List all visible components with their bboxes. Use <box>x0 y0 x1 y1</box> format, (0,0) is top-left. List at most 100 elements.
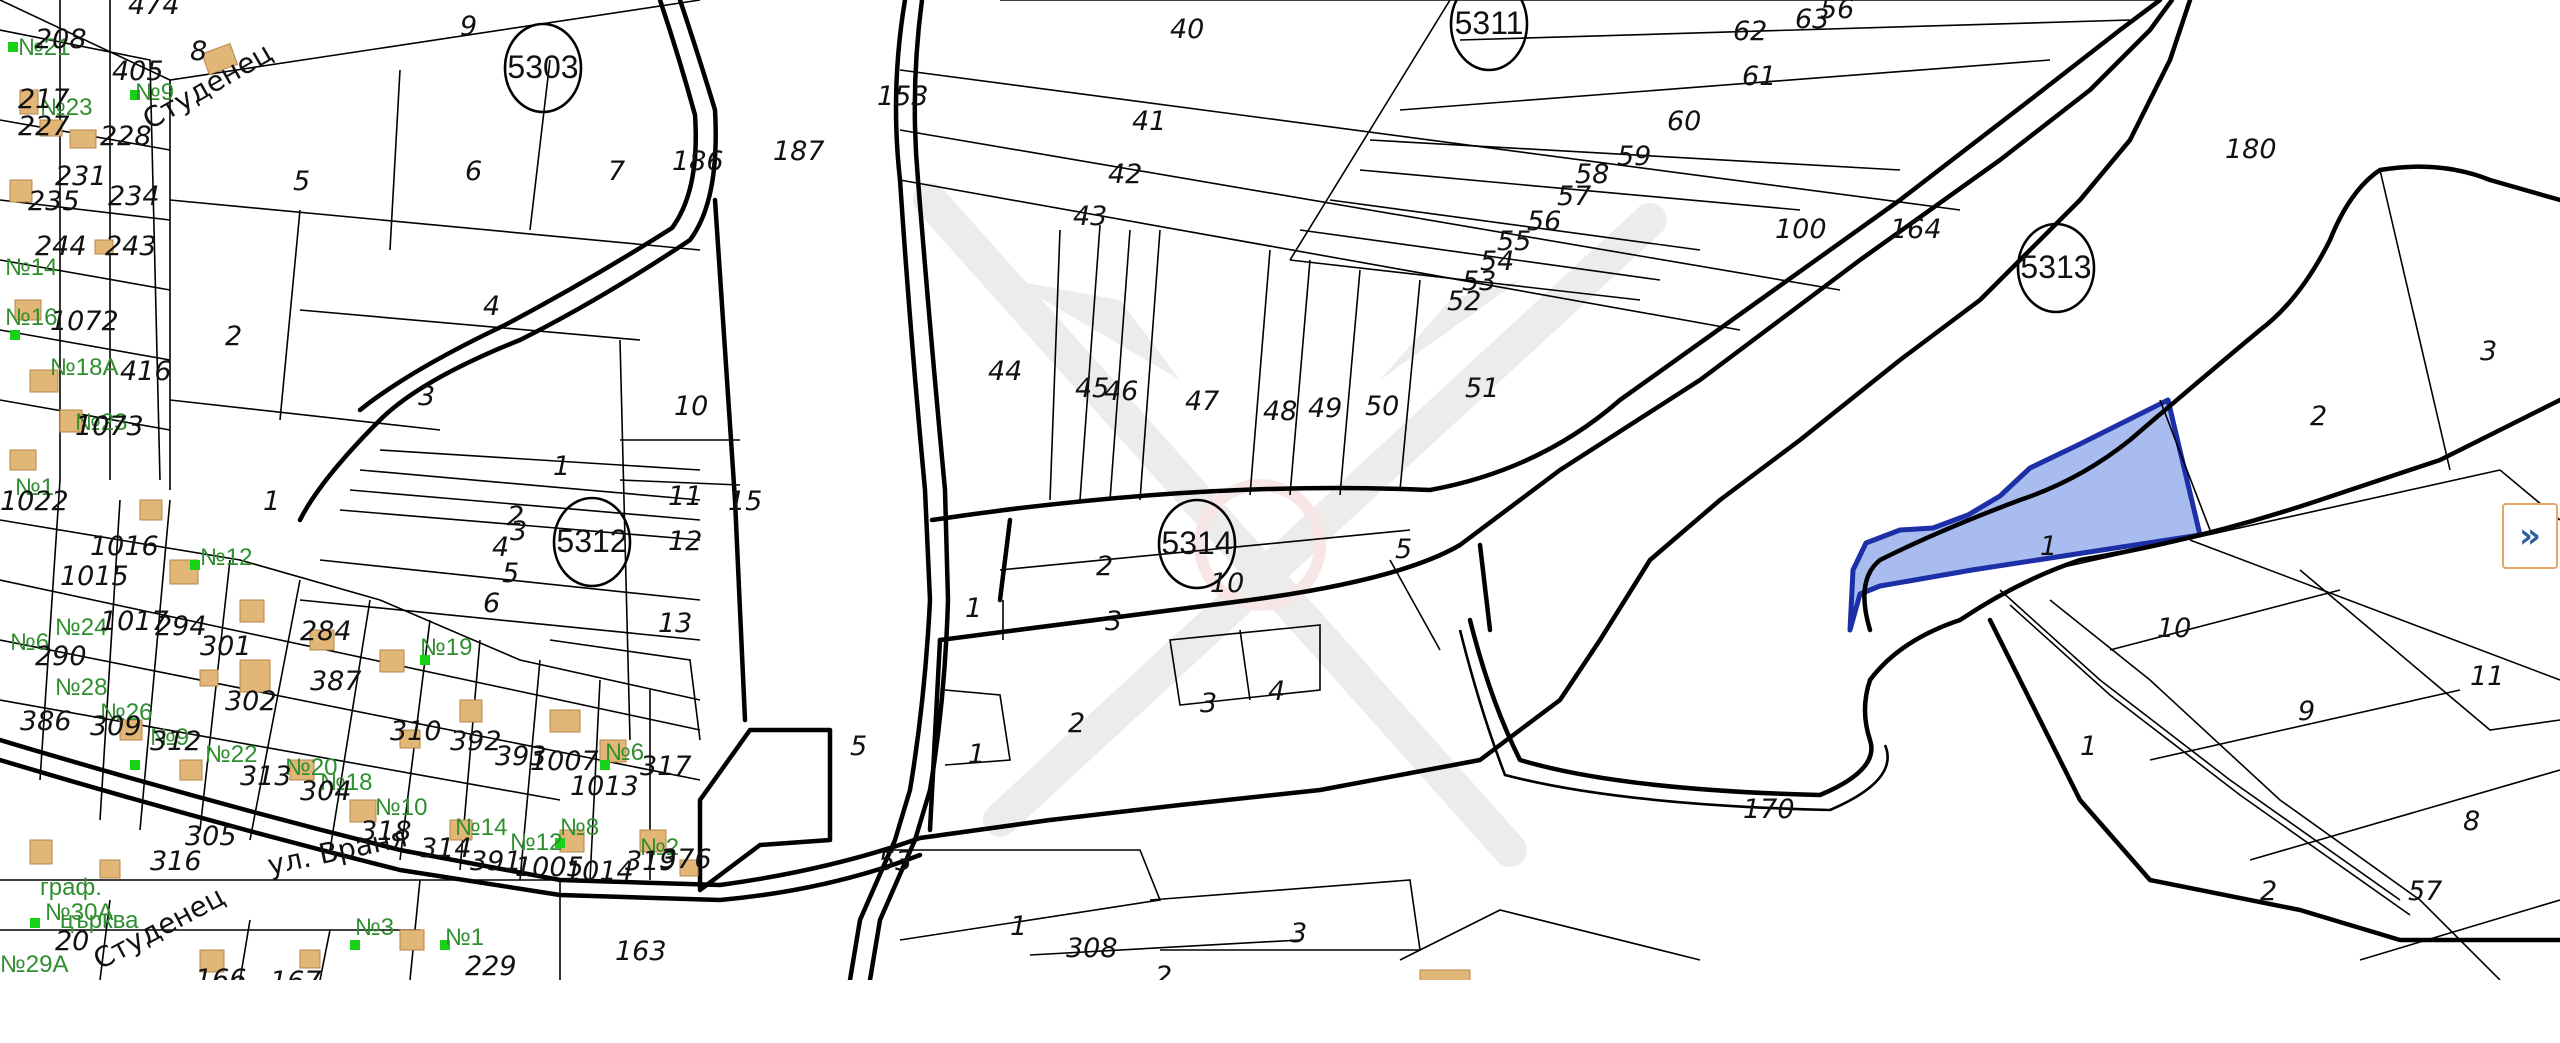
parcel-number-label: 44 <box>988 356 1022 387</box>
parcel-number-label: 313 <box>240 761 292 792</box>
parcel-number-label: 4 <box>1268 676 1285 707</box>
parcel-number-label: 5 <box>502 558 519 589</box>
parcel-number-label: 309 <box>90 711 142 742</box>
parcel-number-label: №10 <box>375 794 427 821</box>
selected-parcel-label: 1 <box>2040 531 2057 562</box>
parcel-number-label: №1 <box>445 924 484 951</box>
parcel-number-label: №9 <box>150 724 189 751</box>
parcel-number-label: 317 <box>640 751 692 782</box>
selected-parcel-highlight[interactable] <box>1847 397 2203 633</box>
parcel-number-label: №29А <box>0 951 68 978</box>
zone-labels: 5303 5311 5312 5313 5314 <box>507 5 2091 561</box>
parcel-number-label: №1 <box>15 474 54 501</box>
parcel-number-label: 58 <box>1575 159 1609 190</box>
parcel-number-label: №8 <box>560 814 599 841</box>
watermark-logo <box>913 183 1667 867</box>
parcel-labels-nw: 474 208 405 217 228 227 231 235 234 244 … <box>0 0 712 980</box>
parcel-number-label: 235 <box>28 186 80 217</box>
parcel-number-label: 1007 <box>530 746 599 777</box>
parcel-number-label: 416 <box>120 356 172 387</box>
parcel-number-label: №23 <box>75 409 127 436</box>
zone-circles <box>503 0 2096 590</box>
parcel-number-label: 54 <box>1480 246 1514 277</box>
zone-label-5311: 5311 <box>1455 5 1524 41</box>
parcel-number-label: 301 <box>200 631 252 662</box>
parcel-number-label: 59 <box>1617 141 1651 172</box>
parcel-number-label: 164 <box>1890 214 1942 245</box>
parcel-number-label: 2 <box>225 321 242 352</box>
parcel-number-label: 42 <box>1108 159 1142 190</box>
parcel-number-label: 243 <box>105 231 157 262</box>
parcel-number-label: 1 <box>965 593 982 624</box>
parcel-number-label: 167 <box>270 966 322 980</box>
parcel-number-label: 6 <box>465 156 482 187</box>
parcel-number-label: 316 <box>150 846 202 877</box>
parcel-number-label: 41 <box>1132 106 1166 137</box>
parcel-number-label: 3 <box>510 516 527 547</box>
parcel-number-label: 163 <box>615 936 667 967</box>
parcel-number-label: 1016 <box>90 531 159 562</box>
parcel-number-label: №22 <box>205 741 257 768</box>
parcel-number-label: 1014 <box>565 856 634 887</box>
parcel-number-label: 12 <box>668 526 702 557</box>
parcel-number-label: 387 <box>310 666 362 697</box>
parcel-number-label: 1013 <box>570 771 639 802</box>
parcel-number-label: 10 <box>674 391 708 422</box>
parcel-number-label: 217 <box>18 84 70 115</box>
parcel-number-label: 2 <box>1155 961 1172 980</box>
parcel-number-label: №2 <box>640 834 679 861</box>
parcel-number-label: 2 <box>1096 551 1113 582</box>
parcel-number-label: 1 <box>553 451 570 482</box>
parcel-number-label: 56 <box>1527 206 1561 237</box>
parcel-number-label: 302 <box>225 686 277 717</box>
map-viewport[interactable]: 5303 5311 5312 5313 5314 ул. Враня Студе… <box>0 0 2560 980</box>
parcel-number-label: 3 <box>2480 336 2497 367</box>
parcel-number-label: №18А <box>50 354 118 381</box>
expand-panel-button[interactable]: » <box>2502 503 2558 569</box>
parcel-number-label: 50 <box>1365 391 1399 422</box>
parcel-number-label: №23 <box>40 94 92 121</box>
parcel-number-label: 244 <box>35 231 87 262</box>
parcel-number-label: 294 <box>155 611 207 642</box>
parcel-number-label: 3 <box>1105 606 1122 637</box>
zone-label-5312: 5312 <box>556 523 627 559</box>
parcel-number-label: 1 <box>968 739 985 770</box>
parcel-number-label: 43 <box>1073 201 1107 232</box>
parcel-number-label: 386 <box>20 706 72 737</box>
parcel-number-label: 318 <box>360 816 412 847</box>
house-number-labels: №21 №9 №23 №14 №16 №18А №23 №1 №12 №24 №… <box>0 34 679 978</box>
parcel-number-label: 304 <box>300 776 352 807</box>
parcel-number-label: 170 <box>1743 794 1795 825</box>
parcel-number-label: 55 <box>1497 226 1531 257</box>
parcel-number-label: 51 <box>1465 373 1499 404</box>
cadastral-map[interactable]: 5303 5311 5312 5313 5314 ул. Враня Студе… <box>0 0 2560 980</box>
parcel-number-label: 1 <box>263 486 280 517</box>
parcel-number-label: 208 <box>35 24 87 55</box>
parcel-number-label: 376 <box>660 844 712 875</box>
parcel-number-label: №16 <box>5 304 57 331</box>
parcel-number-label: №21 <box>18 34 70 61</box>
parcel-number-label: 405 <box>112 56 164 87</box>
zone-label-5313: 5313 <box>2020 249 2091 285</box>
parcel-number-label: 6 <box>483 588 500 619</box>
text-church: църква <box>60 907 139 934</box>
zone-label-5314: 5314 <box>1161 525 1232 561</box>
parcel-number-label: №30А <box>45 899 113 926</box>
parcel-number-label: 4 <box>492 532 509 563</box>
parcel-number-label: 20 <box>55 926 89 957</box>
parcel-number-label: 2 <box>2260 876 2277 907</box>
parcel-number-label: 229 <box>465 951 517 980</box>
parcel-number-label: 11 <box>668 481 702 512</box>
parcel-number-label: 9 <box>2298 696 2315 727</box>
parcel-number-label: 312 <box>150 726 202 757</box>
parcel-labels-center: 153 40 41 42 43 44 45 46 47 48 49 50 51 … <box>850 0 2277 980</box>
address-markers <box>8 42 610 950</box>
parcel-number-label: 227 <box>18 111 70 142</box>
parcel-number-label: №18 <box>320 769 372 796</box>
parcel-number-label: №9 <box>135 79 174 106</box>
parcel-number-label: 5 <box>850 731 867 762</box>
text-graf: граф. <box>40 874 102 901</box>
parcel-labels-east: 3 2 1 10 11 9 1 8 2 57 170 <box>1743 336 2504 907</box>
parcel-number-label: 1005 <box>515 852 584 883</box>
parcel-number-label: 4 <box>483 291 500 322</box>
